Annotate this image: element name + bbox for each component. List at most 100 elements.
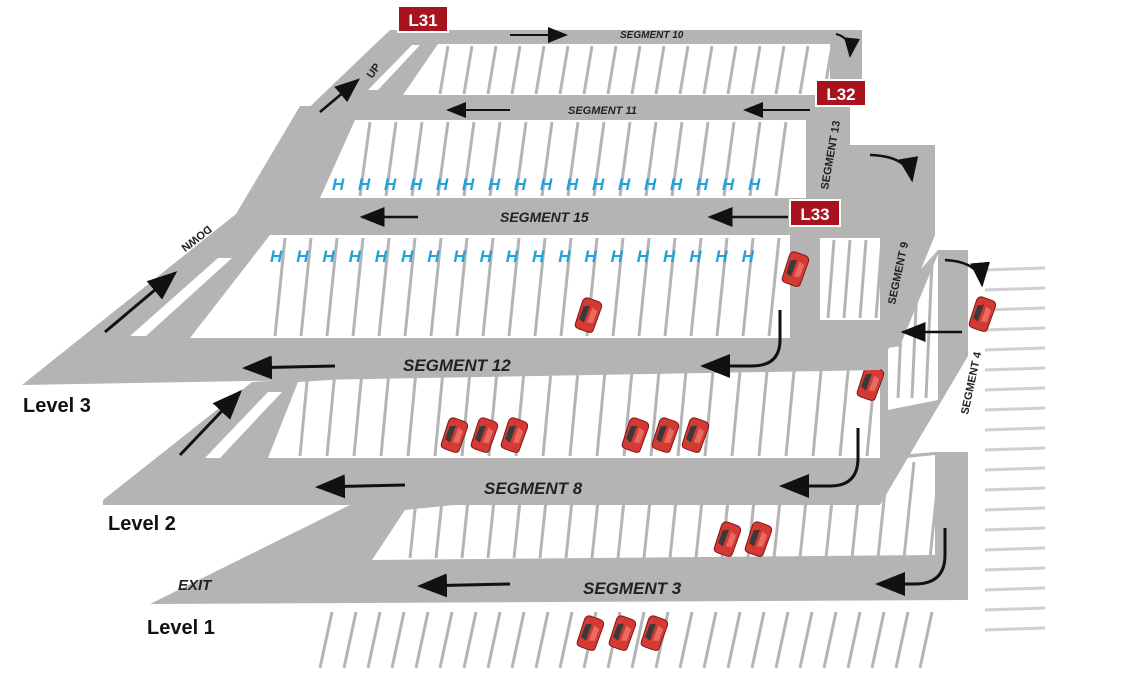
- stall-line: [438, 611, 454, 669]
- level-3-arrow-left: [242, 355, 336, 380]
- lane-stripe: [984, 306, 1046, 312]
- stall-line: [663, 237, 677, 337]
- handicap-symbol: H: [592, 175, 605, 194]
- handicap-symbol: H: [558, 247, 571, 266]
- lane-stripe: [984, 346, 1046, 352]
- handicap-symbol: H: [358, 175, 371, 194]
- level-3-turn-arrow: [700, 310, 782, 378]
- stall-line: [486, 611, 502, 669]
- segment-8-label: SEGMENT 8: [484, 479, 583, 498]
- handicap-symbol: H: [349, 247, 362, 266]
- stall-line: [358, 121, 372, 197]
- stall-line: [826, 239, 836, 319]
- lane-stripe: [984, 486, 1046, 492]
- handicap-symbol: H: [410, 175, 423, 194]
- handicap-symbol: H: [270, 247, 283, 266]
- stall-line: [510, 611, 526, 669]
- stall-line: [774, 45, 786, 95]
- marker-l32: L32: [815, 79, 867, 107]
- handicap-symbol: H: [462, 175, 475, 194]
- stall-line: [558, 611, 574, 669]
- stall-line: [654, 45, 666, 95]
- level-3-top-turn-arrow: [869, 153, 919, 183]
- handicap-symbol: H: [742, 247, 755, 266]
- lane-stripe: [984, 386, 1046, 392]
- level-1-cars-bottom: [574, 613, 670, 653]
- stall-line: [582, 45, 594, 95]
- level-3-down-ramp-strip: [130, 258, 232, 336]
- level-3-label: Level 3: [23, 395, 91, 417]
- handicap-symbol: H: [722, 175, 735, 194]
- handicap-symbol: H: [748, 175, 761, 194]
- stall-line: [611, 237, 625, 337]
- handicap-symbol: H: [670, 175, 683, 194]
- stall-line: [558, 45, 570, 95]
- stall-line: [702, 45, 714, 95]
- level-2-cars-left: [438, 415, 530, 455]
- handicap-symbol: H: [296, 247, 309, 266]
- handicap-symbol: H: [480, 247, 493, 266]
- level-1-turn-arrow: [875, 528, 947, 596]
- stall-line: [798, 611, 814, 669]
- handicap-symbol: H: [644, 175, 657, 194]
- stall-line: [438, 45, 450, 95]
- handicap-symbol: H: [540, 175, 553, 194]
- stall-line: [325, 237, 339, 337]
- stall-line: [748, 121, 762, 197]
- level-2-arrow-left: [315, 474, 406, 499]
- stall-line: [630, 611, 646, 669]
- stall-line: [630, 45, 642, 95]
- handicap-symbol: H: [715, 247, 728, 266]
- svg-text:L31: L31: [408, 11, 437, 30]
- handicap-symbol: H: [584, 247, 597, 266]
- lane-stripe: [984, 366, 1046, 372]
- handicap-symbol: H: [618, 175, 631, 194]
- stall-line: [436, 121, 450, 197]
- stall-line: [592, 121, 606, 197]
- level-1-arrow-left: [417, 573, 511, 598]
- stall-line: [750, 611, 766, 669]
- stall-line: [644, 121, 658, 197]
- stall-line: [870, 611, 886, 669]
- lane-stripe: [984, 526, 1046, 532]
- stall-line: [726, 611, 742, 669]
- lane-stripe: [984, 606, 1046, 612]
- stall-line: [902, 461, 916, 559]
- lane-stripe: [984, 546, 1046, 552]
- lane-stripe: [984, 466, 1046, 472]
- stall-line: [767, 237, 781, 337]
- stall-line: [924, 261, 934, 399]
- segment-12-label: SEGMENT 12: [403, 356, 511, 375]
- handicap-symbol: H: [532, 247, 545, 266]
- stall-line: [670, 121, 684, 197]
- stall-line: [540, 121, 554, 197]
- handicap-symbol: H: [637, 247, 650, 266]
- stall-line: [429, 237, 443, 337]
- stall-line: [678, 45, 690, 95]
- stall-line: [774, 611, 790, 669]
- stall-line: [928, 461, 942, 559]
- stall-line: [507, 237, 521, 337]
- level-1-label: Level 1: [147, 617, 215, 639]
- stall-line: [514, 121, 528, 197]
- level-2-top-turn-arrow: [944, 258, 990, 288]
- handicap-symbol: H: [427, 247, 440, 266]
- handicap-symbol: H: [453, 247, 466, 266]
- stall-line: [918, 611, 934, 669]
- lane-stripe: [984, 626, 1046, 632]
- stall-line: [566, 121, 580, 197]
- stall-line: [481, 237, 495, 337]
- handicap-symbol: H: [401, 247, 414, 266]
- lane-stripe: [984, 426, 1046, 432]
- segment-15-label: SEGMENT 15: [500, 209, 589, 225]
- level-2-ramp-arrow: [178, 389, 243, 457]
- stall-line: [606, 45, 618, 95]
- stall-line: [462, 611, 478, 669]
- handicap-symbol: H: [488, 175, 501, 194]
- handicap-symbol: H: [436, 175, 449, 194]
- exit-label: EXIT: [178, 577, 213, 594]
- lane-stripe: [984, 266, 1046, 272]
- stall-line: [798, 45, 810, 95]
- level-3-down-arrow: [104, 271, 178, 334]
